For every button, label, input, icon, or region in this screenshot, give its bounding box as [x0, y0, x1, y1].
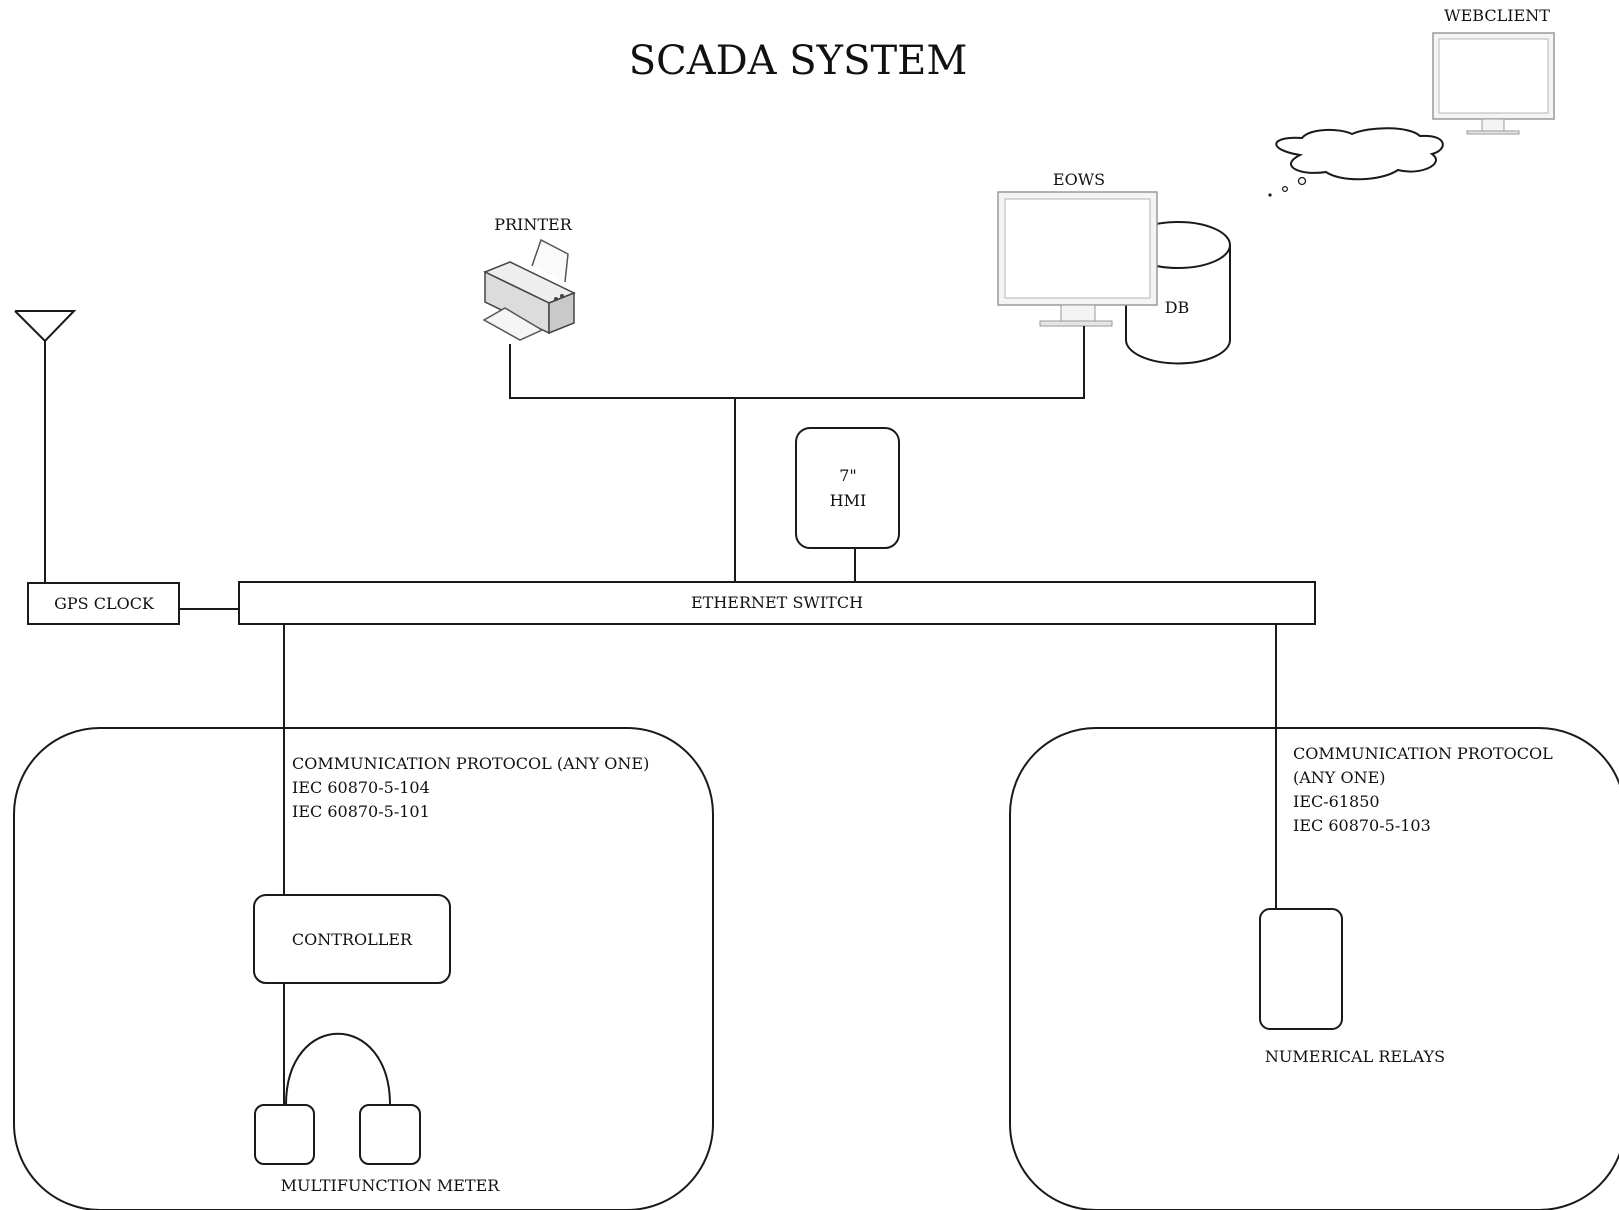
controller: CONTROLLER — [253, 894, 451, 984]
printer-icon — [482, 238, 576, 341]
left-protocol-text: COMMUNICATION PROTOCOL (ANY ONE) IEC 608… — [292, 754, 649, 821]
gps-clock-label: GPS CLOCK — [54, 594, 155, 613]
numerical-relays-label: NUMERICAL RELAYS — [1265, 1047, 1445, 1066]
hmi-label: HMI — [830, 491, 867, 510]
numerical-relays — [1259, 908, 1343, 1030]
meter-wires — [283, 983, 391, 1106]
left-protocol-line-3: IEC 60870-5-101 — [292, 802, 430, 821]
ethernet-switch: ETHERNET SWITCH — [238, 581, 1316, 625]
meter-unit-2 — [359, 1104, 421, 1165]
antenna-icon — [14, 310, 77, 583]
right-protocol-line-4: IEC 60870-5-103 — [1293, 816, 1431, 835]
db-label: DB — [1165, 298, 1190, 317]
gps-clock: GPS CLOCK — [27, 582, 180, 625]
meter-unit-1 — [254, 1104, 315, 1165]
top-bus-wire — [509, 326, 1085, 582]
eows-monitor-icon — [997, 191, 1158, 327]
printer-label: PRINTER — [494, 215, 572, 234]
multifunction-meter — [254, 1104, 421, 1165]
hmi-device: 7" HMI — [795, 427, 900, 549]
controller-label: CONTROLLER — [292, 930, 413, 949]
right-protocol-line-2: (ANY ONE) — [1293, 768, 1385, 787]
left-protocol-line-1: COMMUNICATION PROTOCOL (ANY ONE) — [292, 754, 649, 773]
multifunction-meter-label: MULTIFUNCTION METER — [281, 1176, 501, 1195]
webclient-label: WEBCLIENT — [1444, 6, 1550, 25]
right-protocol-text: COMMUNICATION PROTOCOL (ANY ONE) IEC-618… — [1293, 744, 1553, 835]
eows-label: EOWS — [1053, 170, 1105, 189]
webclient-monitor-icon — [1432, 32, 1555, 135]
right-protocol-line-1: COMMUNICATION PROTOCOL — [1293, 744, 1553, 763]
left-protocol-line-2: IEC 60870-5-104 — [292, 778, 430, 797]
diagram-title: SCADA SYSTEM — [629, 38, 968, 84]
cloud-icon — [1268, 127, 1444, 197]
right-protocol-line-3: IEC-61850 — [1293, 792, 1380, 811]
hmi-size-label: 7" — [839, 466, 857, 485]
ethernet-switch-label: ETHERNET SWITCH — [691, 593, 863, 612]
